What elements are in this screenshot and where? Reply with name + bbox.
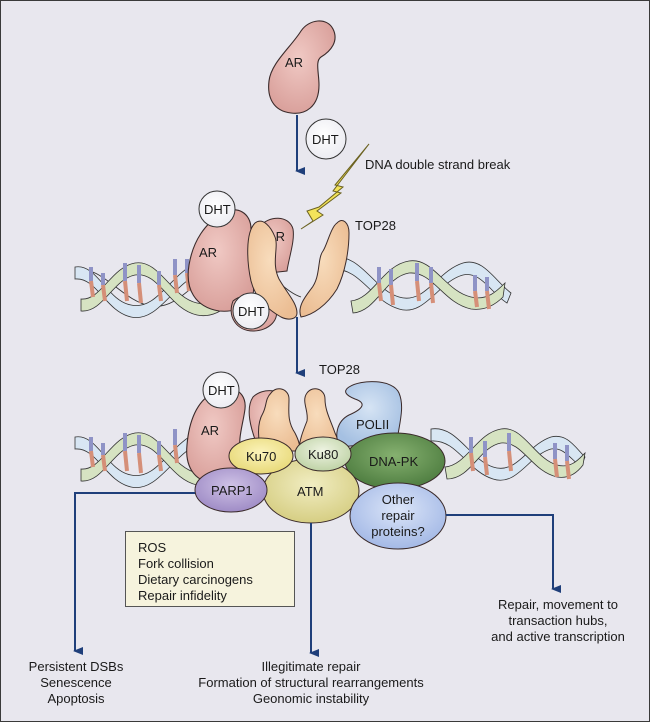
dna-dsb-label: DNA double strand break [365,157,511,172]
dht-ligand-free [305,118,347,160]
ar-label-left-upper: AR [199,245,217,260]
ku70-label: Ku70 [246,449,276,464]
other-repair-label-line2: repair [381,508,415,523]
top28-label-lower: TOP28 [319,362,360,377]
ku80-label: Ku80 [308,447,338,462]
dnapk-label: DNA-PK [369,454,418,469]
lightning-bolt-icon [300,143,370,230]
dht-label-lower: DHT [208,383,235,398]
cause-item: Repair infidelity [138,588,227,603]
polii-label: POLII [356,417,389,432]
outcome-line: transaction hubs, [508,613,608,628]
outcome-line: Geonomic instability [252,691,370,706]
dht-label-upper-bottom: DHT [238,304,265,319]
top28-right-half-upper [299,220,350,318]
outcome-line: Repair, movement to [498,597,618,612]
atm-label: ATM [297,484,323,499]
outcome-line: Persistent DSBs [28,659,124,674]
parp1-label: PARP1 [211,483,253,498]
ku70-protein [228,437,294,475]
outcome-line: and active transcription [491,629,625,644]
ku80-protein [294,436,352,472]
outcome-right: Repair, movement to transaction hubs, an… [483,597,633,645]
top28-label-upper: TOP28 [355,218,396,233]
arrow-parp1-outcome [73,492,195,655]
cause-item: ROS [138,540,167,555]
ar-label-free: AR [285,55,303,70]
ar-label-lower: AR [201,423,219,438]
dht-ligand-upper-bottom [232,292,270,330]
cause-item: Fork collision [138,556,214,571]
outcome-left: Persistent DSBs Senescence Apoptosis [11,659,141,707]
outcome-line: Illegitimate repair [261,659,361,674]
dht-ligand-upper-top [198,190,236,228]
dht-label-free: DHT [312,132,339,147]
dht-ligand-lower [202,371,240,409]
polii-protein [336,381,403,448]
outcome-center: Illegitimate repair Formation of structu… [191,659,431,707]
outcome-line: Formation of structural rearrangements [198,675,424,690]
other-repair-label-line3: proteins? [371,524,424,539]
outcome-line: Senescence [40,675,112,690]
cause-item: Dietary carcinogens [138,572,253,587]
arrow-other-repair-outcome [446,514,561,593]
ar-protein-free [268,20,336,114]
top28-left-half-upper [247,220,298,320]
parp1-protein [194,467,268,513]
dsb-causes-box: ROS Fork collision Dietary carcinogens R… [125,531,295,607]
other-repair-label-line1: Other [382,492,415,507]
outcome-line: Apoptosis [47,691,105,706]
dht-label-upper-top: DHT [204,202,231,217]
